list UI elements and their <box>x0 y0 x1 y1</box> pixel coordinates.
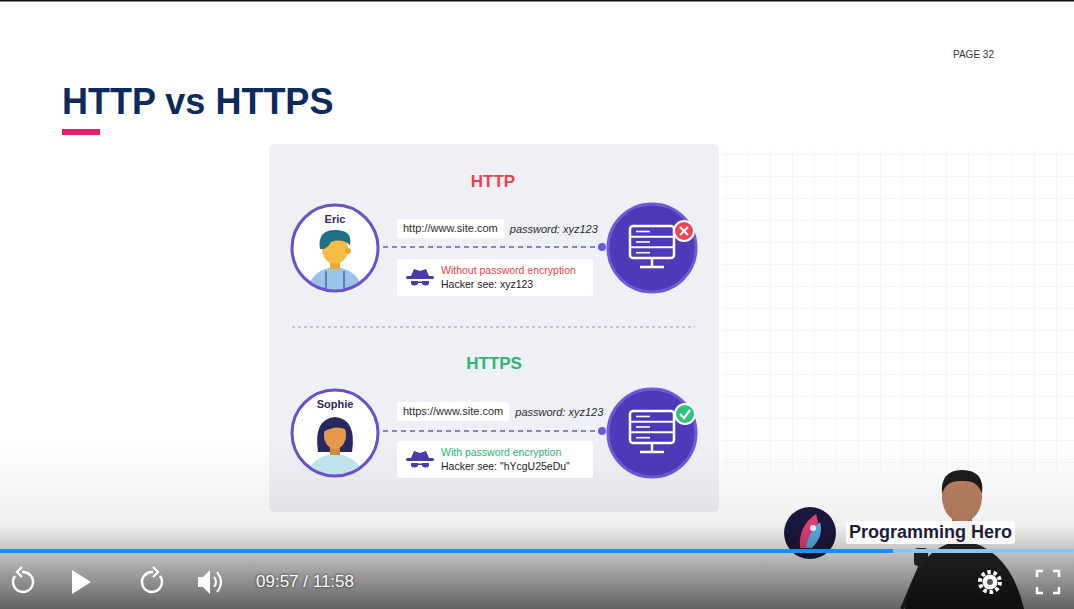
hacker-note: Hacker see: "hYcgU25eDu" <box>441 459 583 473</box>
server-icon <box>651 258 654 266</box>
section-heading: HTTPS <box>466 353 522 374</box>
server-icon <box>636 252 650 254</box>
hacker-icon <box>418 281 422 283</box>
hacker-icon <box>411 451 429 458</box>
fail-badge <box>674 221 694 241</box>
server-icon <box>636 241 650 243</box>
server-icon <box>636 437 650 439</box>
server-icon <box>630 411 674 443</box>
hacker-icon <box>405 449 435 471</box>
hacker-view-box: Without password encryptionHacker see: x… <box>397 259 593 296</box>
fail-badge <box>680 227 688 235</box>
server-icon <box>630 246 674 248</box>
server-icon <box>608 204 696 292</box>
label-holder: HTTP <box>471 171 515 192</box>
label-holder: PAGE 32 <box>953 48 994 61</box>
person-illustration <box>320 230 351 249</box>
player-controls <box>17 567 22 577</box>
person-illustration <box>306 230 364 293</box>
hacker-note: Hacker see: xyz123 <box>441 277 583 291</box>
user-name: Eric <box>290 203 380 226</box>
server-icon <box>636 426 650 428</box>
server-icon <box>630 226 674 258</box>
fail-badge <box>680 227 688 235</box>
player-controls <box>13 572 33 592</box>
label-holder: password: xyz123 <box>515 405 603 419</box>
top-rule <box>0 0 1074 2</box>
connection-line <box>383 430 602 432</box>
person-illustration <box>345 248 351 254</box>
user-name: Sophie <box>290 388 380 411</box>
page-number: PAGE 32 <box>953 48 994 61</box>
hacker-note: Without password encryption <box>441 263 583 277</box>
progress-bar <box>0 549 893 553</box>
person-illustration <box>317 417 353 452</box>
url-box: http://www.site.com <box>397 219 504 238</box>
player-controls <box>1037 571 1059 593</box>
connection-line <box>383 243 606 435</box>
url-text: https://www.site.com <box>403 405 503 418</box>
player-controls <box>987 579 993 585</box>
server-icon <box>608 204 696 477</box>
connection-line <box>383 246 602 248</box>
success-badge <box>675 404 695 424</box>
slide-title: HTTP vs HTTPS <box>62 81 333 122</box>
grid-decoration <box>720 150 1074 470</box>
user-avatar: Eric <box>290 203 380 293</box>
title-holder: HTTP vs HTTPS <box>62 82 333 122</box>
server-icon <box>630 421 674 423</box>
success-badge <box>680 410 690 418</box>
hacker-icon <box>418 463 422 465</box>
progress-bar <box>0 549 1074 553</box>
server-icon <box>630 431 674 433</box>
server-icon <box>630 236 674 238</box>
connection-line <box>598 243 606 251</box>
connection-line <box>598 427 606 435</box>
label-holder: HTTPS <box>466 353 522 374</box>
player-controls <box>980 572 1000 592</box>
person-illustration <box>304 454 366 478</box>
hacker-note: With password encryption <box>441 445 583 459</box>
label-holder: 09:57 / 11:58 <box>256 571 354 592</box>
player-controls <box>13 567 1059 594</box>
section-heading: HTTP <box>471 171 515 192</box>
label-holder: Programming Hero <box>846 521 1015 544</box>
url-text: http://www.site.com <box>403 222 498 235</box>
title-underline <box>62 129 100 135</box>
hacker-icon <box>406 276 434 279</box>
fail-badge <box>674 221 694 241</box>
person-illustration <box>306 267 364 293</box>
server-icon <box>636 231 650 233</box>
hacker-icon <box>405 267 435 289</box>
player-shade <box>0 440 1074 609</box>
person-illustration <box>323 420 347 432</box>
user-avatar: Sophie <box>290 388 380 478</box>
password-note: password: xyz123 <box>510 222 598 236</box>
channel-name: Programming Hero <box>849 521 1012 544</box>
server-icon <box>640 266 664 269</box>
hacker-icon <box>411 281 429 286</box>
hacker-icon <box>411 463 429 468</box>
label-holder: password: xyz123 <box>510 222 598 236</box>
server-icon <box>636 416 650 418</box>
player-controls <box>217 572 221 592</box>
password-note: password: xyz123 <box>515 405 603 419</box>
hacker-icon <box>411 269 429 276</box>
success-badge <box>675 404 695 424</box>
player-controls <box>198 570 210 594</box>
player-controls <box>72 570 91 594</box>
player-controls <box>153 567 158 577</box>
section-divider <box>292 326 695 327</box>
progress-bar <box>0 549 1074 553</box>
player-controls <box>983 575 998 590</box>
url-box: https://www.site.com <box>397 402 509 421</box>
player-controls <box>142 572 162 592</box>
hacker-icon <box>406 458 434 461</box>
hacker-view-box: With password encryptionHacker see: "hYc… <box>397 441 593 478</box>
video-time: 09:57 / 11:58 <box>256 571 354 592</box>
player-controls <box>214 577 216 587</box>
